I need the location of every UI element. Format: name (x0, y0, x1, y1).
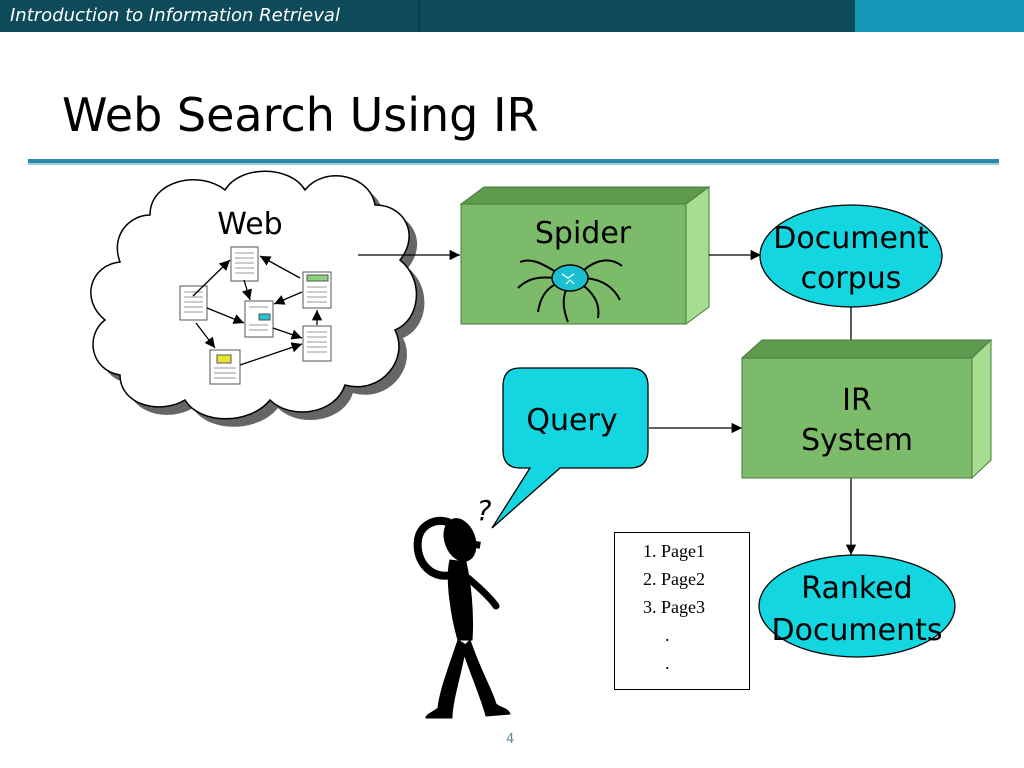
link-arrow (192, 259, 231, 297)
web-page-doc (179, 285, 208, 321)
ir-system-box (740, 338, 993, 480)
ranked-label-line1: Ranked (801, 571, 912, 606)
query-label: Query (526, 403, 617, 438)
ranked-label-line2: Documents (771, 613, 942, 648)
link-arrow (242, 279, 252, 301)
question-mark: ? (477, 494, 492, 527)
link-arrow (259, 255, 301, 279)
page-number: 4 (506, 732, 515, 747)
header-separator (418, 0, 420, 32)
course-title: Introduction to Information Retrieval (10, 5, 340, 26)
results-list: 1. Page1 2. Page2 3. Page3 (643, 537, 705, 621)
web-pages (179, 246, 332, 385)
list-ellipsis-dot: . (665, 625, 670, 645)
web-page-doc (244, 300, 274, 338)
web-page-doc (302, 325, 332, 362)
link-arrow (239, 342, 303, 366)
link-arrow (206, 307, 245, 324)
corpus-label-line2: corpus (801, 261, 902, 296)
link-arrow (273, 291, 303, 305)
spider-label: Spider (535, 216, 632, 251)
list-item: 2. Page2 (643, 569, 705, 589)
corpus-label-line1: Document (773, 221, 929, 256)
query-speech-bubble (491, 367, 649, 529)
web-link-arrows (192, 255, 323, 366)
header-bar (0, 0, 1024, 32)
list-item: 1. Page1 (643, 541, 705, 561)
results-list-box: 1. Page1 2. Page2 3. Page3 . . (614, 532, 750, 690)
list-ellipsis-dot: . (665, 653, 670, 673)
thinking-person-icon: ? (413, 494, 511, 719)
ir-label-line1: IR (842, 383, 872, 418)
ir-label-line2: System (801, 423, 913, 458)
header-accent-block (855, 0, 1024, 32)
web-label: Web (217, 207, 282, 242)
link-arrow (272, 327, 303, 340)
spider-box (459, 186, 711, 325)
title-rule (28, 159, 999, 163)
spider-icon (517, 259, 623, 323)
link-arrow (195, 322, 216, 349)
web-page-doc (209, 349, 241, 385)
slide-title: Web Search Using IR (62, 88, 539, 142)
web-page-doc (302, 271, 332, 309)
web-page-doc (230, 246, 259, 282)
title-rule-shadow (28, 163, 999, 165)
list-item: 3. Page3 (643, 597, 705, 617)
ranked-documents-ellipse (758, 554, 956, 658)
document-corpus-ellipse (759, 204, 943, 308)
